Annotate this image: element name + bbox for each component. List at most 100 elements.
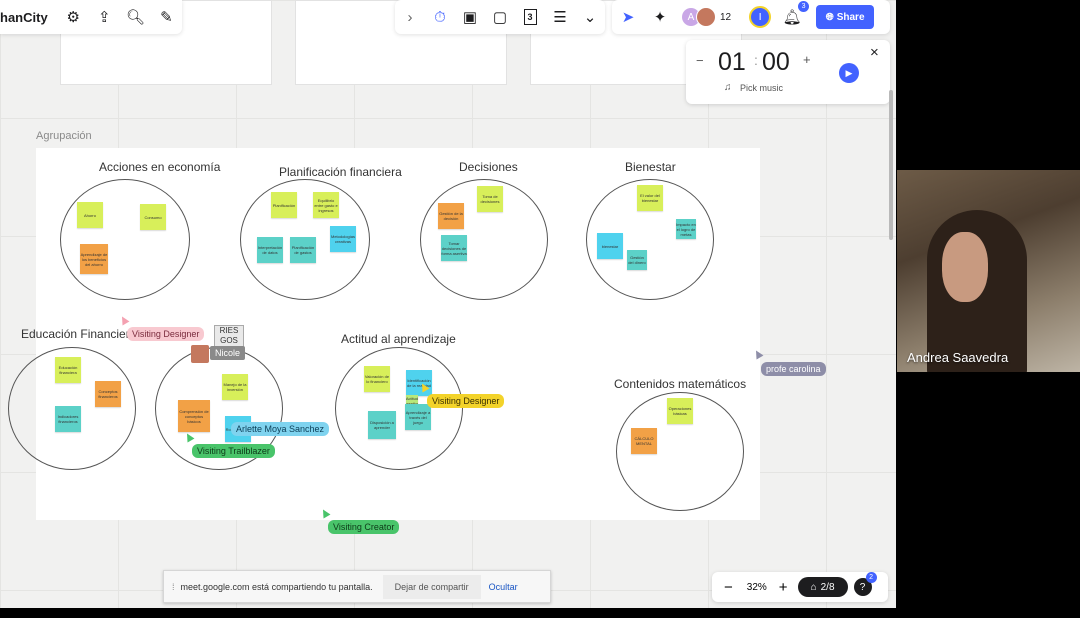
participant-video-tile[interactable]: Andrea Saavedra [897,170,1080,372]
share-label: Share [836,11,865,23]
cursor-follow-icon[interactable]: ➤ [621,9,635,26]
timer-seconds[interactable]: 00 [762,48,790,76]
chevron-right-icon[interactable]: › [407,8,413,26]
sticky-note[interactable]: Gestión de la decisión [438,203,464,229]
sticky-note[interactable]: Impacto en el logro de metas [676,219,696,239]
sticky-note[interactable]: Planificación de gastos [290,237,316,263]
drag-handle-icon[interactable]: ⁞ [172,581,175,592]
cluster-circle[interactable] [616,392,744,511]
share-button[interactable]: 🌐︎ Share [816,5,875,29]
globe-icon: 🌐︎ [825,11,834,23]
sticky-note[interactable]: Aprendizaje a través del juego [405,404,431,430]
zoom-in-button[interactable]: + [778,578,788,596]
miro-board-canvas[interactable]: hanCity ⚙ ⇪ 🔍︎ ✎ › ⏱ ▣ ▢ 3 ☰ ⌄ ➤ ✦ A 12 … [0,0,896,608]
sticky-note[interactable]: Interpretación de datos [257,237,283,263]
cursor-tag: Visiting Creator [328,520,400,534]
sticky-note[interactable]: Conceptos financieros [95,381,121,407]
cluster-circle[interactable] [420,179,548,300]
zoom-level[interactable]: 32% [746,581,767,593]
help-badge: 2 [865,572,877,583]
sticky-note-icon[interactable]: ▣ [462,9,478,26]
cursor-tag: Visiting Designer [427,394,505,408]
hide-button[interactable]: Ocultar [488,581,518,592]
search-icon[interactable]: 🔍︎ [125,9,145,26]
page-badge: 3 [523,9,537,25]
pages-button[interactable]: ⌂ 2/8 [797,577,848,597]
sticky-note[interactable]: Ahorro [77,202,103,228]
group-title: Decisiones [459,160,518,174]
sticky-note[interactable]: Tomar decisiones de forma asertiva [441,235,467,261]
notes-icon[interactable]: ☰ [553,9,567,26]
cluster-circle[interactable] [586,179,714,300]
settings-icon[interactable]: ⚙ [66,9,80,26]
notification-badge: 3 [798,1,810,12]
scrollbar[interactable] [889,90,893,240]
page-number-icon[interactable]: 3 [520,6,540,28]
music-note-icon: ♫ [724,82,732,93]
sticky-note[interactable]: Consumo [140,204,166,230]
sticky-note[interactable]: Metodologías creativas [330,226,356,252]
share-toolbar: ➤ ✦ A 12 I 🔔︎ 3 🌐︎ Share [612,0,890,34]
board-title[interactable]: hanCity [0,9,48,25]
board-header-toolbar: hanCity ⚙ ⇪ 🔍︎ ✎ [0,0,182,34]
sticky-note[interactable]: Comprensión de conceptos básicos [178,400,210,432]
cluster-circle[interactable] [8,347,136,470]
sticky-note[interactable]: Aprendizaje de los beneficios del ahorro [80,244,108,274]
group-title: Planificación financiera [279,165,402,179]
sticky-note[interactable]: Valoración de lo financiero [364,366,390,392]
participant-face [942,232,988,302]
sticky-note[interactable]: Operaciones básicas [667,398,693,424]
sticky-note[interactable]: Planificación [271,192,297,218]
zoom-out-button[interactable]: − [724,578,733,596]
pages-count: 2/8 [820,581,835,593]
sticky-note[interactable]: Indicadores financieros [55,406,81,432]
cluster-circle[interactable] [60,179,190,300]
sticky-note[interactable]: CÁLCULO MENTAL [631,428,657,454]
participant-name: Andrea Saavedra [907,350,1009,365]
avatar [191,345,209,363]
sticky-note[interactable]: Manejo de la inversión [222,374,248,400]
timer-separator: : [754,52,758,68]
timer-minus-button[interactable]: − [696,53,704,68]
celebrate-icon[interactable]: ✦ [653,9,667,26]
help-icon[interactable]: ? 2 [853,572,877,596]
group-title: Actitud al aprendizaje [341,332,456,346]
close-icon[interactable]: × [870,44,879,61]
sticky-note[interactable]: Gestión del dinero [627,250,647,270]
group-title: Acciones en economía [99,160,221,174]
bell-icon[interactable]: 🔔︎ 3 [781,1,810,28]
magic-wand-icon[interactable]: ✎ [160,9,173,26]
sticky-note[interactable]: Educación financiera [55,357,81,383]
screen-share-bar: ⁞ meet.google.com está compartiendo tu p… [163,570,551,603]
collaboration-toolbar: › ⏱ ▣ ▢ 3 ☰ ⌄ [395,0,605,34]
timer-plus-button[interactable]: + [803,52,811,67]
selection-tag-line: GOS [220,336,238,345]
sticky-note[interactable]: El valor del bienestar [637,185,663,211]
timer-minutes[interactable]: 01 [718,48,746,76]
selection-tag-line: RIES [219,326,239,335]
more-chevron-icon[interactable]: ⌄ [583,9,597,26]
cursor-tag: Visiting Trailblazer [192,444,275,458]
cursor-tag: Visiting Designer [127,327,205,341]
stop-sharing-button[interactable]: Dejar de compartir [382,574,481,599]
timer-icon[interactable]: ⏱ [434,8,446,26]
zoom-controls: − 32% + ⌂ 2/8 ? 2 [712,572,888,602]
sticky-note[interactable]: Disposición a aprender [368,411,396,439]
group-title: Bienestar [625,160,676,174]
user-avatar[interactable]: I [749,6,772,28]
avatar[interactable] [696,7,716,27]
sticky-note[interactable]: Identificación de la realidad [406,370,432,396]
participant-count[interactable]: 12 [720,11,732,23]
frame-label[interactable]: Agrupación [36,130,92,142]
play-button[interactable]: ▶ [839,63,859,83]
pick-music-button[interactable]: Pick music [740,83,784,93]
comment-icon[interactable]: ▢ [492,9,508,26]
cursor-tag: Arlette Moya Sanchez [231,422,330,436]
avatar[interactable]: A [682,8,700,26]
cluster-circle[interactable] [240,179,370,300]
cluster-circle[interactable] [335,347,463,470]
sticky-note[interactable]: Toma de decisiones [477,186,503,212]
sticky-note[interactable]: bienestar [597,233,623,259]
export-icon[interactable]: ⇪ [98,9,111,26]
sticky-note[interactable]: Equilibrio entre gasto e ingresos [313,192,339,218]
